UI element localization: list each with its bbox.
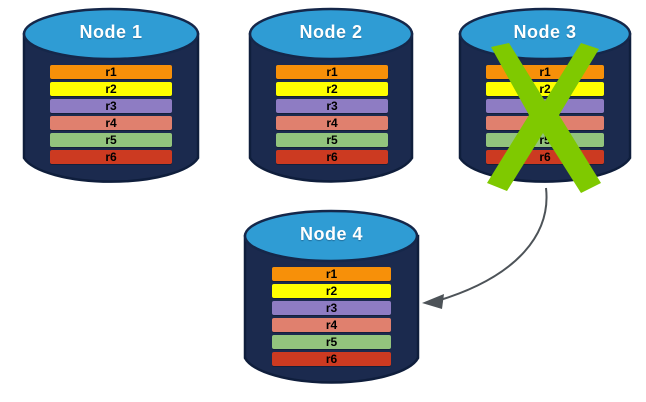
replication-arrow-head bbox=[422, 294, 444, 309]
node-2-cylinder[interactable]: Node 2 r1 r2 r3 r4 r5 r6 bbox=[248, 7, 414, 190]
node-4-row-r1[interactable]: r1 bbox=[272, 267, 391, 281]
node-1-cylinder[interactable]: Node 1 r1 r2 r3 r4 r5 r6 bbox=[22, 7, 200, 190]
node-4-row-r4[interactable]: r4 bbox=[272, 318, 391, 332]
node-4-cylinder[interactable]: Node 4 r1 r2 r3 r4 r5 r6 bbox=[243, 209, 420, 390]
node-2-row-r6[interactable]: r6 bbox=[276, 150, 388, 164]
node-4-row-r6[interactable]: r6 bbox=[272, 352, 391, 366]
node-2-row-r5[interactable]: r5 bbox=[276, 133, 388, 147]
node-1-row-r4[interactable]: r4 bbox=[50, 116, 172, 130]
node-4-row-r5[interactable]: r5 bbox=[272, 335, 391, 349]
node-4-row-r2[interactable]: r2 bbox=[272, 284, 391, 298]
node-1-row-r6[interactable]: r6 bbox=[50, 150, 172, 164]
node-2-row-r1[interactable]: r1 bbox=[276, 65, 388, 79]
node-1-row-r1[interactable]: r1 bbox=[50, 65, 172, 79]
node-1-row-r5[interactable]: r5 bbox=[50, 133, 172, 147]
node-1-row-r2[interactable]: r2 bbox=[50, 82, 172, 96]
node-2-row-r4[interactable]: r4 bbox=[276, 116, 388, 130]
node-4-row-r3[interactable]: r3 bbox=[272, 301, 391, 315]
node-2-row-r3[interactable]: r3 bbox=[276, 99, 388, 113]
node-2-row-r2[interactable]: r2 bbox=[276, 82, 388, 96]
node-1-rows: r1 r2 r3 r4 r5 r6 bbox=[50, 65, 172, 164]
node-1-row-r3[interactable]: r3 bbox=[50, 99, 172, 113]
node-4-rows: r1 r2 r3 r4 r5 r6 bbox=[272, 267, 391, 366]
node-2-rows: r1 r2 r3 r4 r5 r6 bbox=[276, 65, 388, 164]
